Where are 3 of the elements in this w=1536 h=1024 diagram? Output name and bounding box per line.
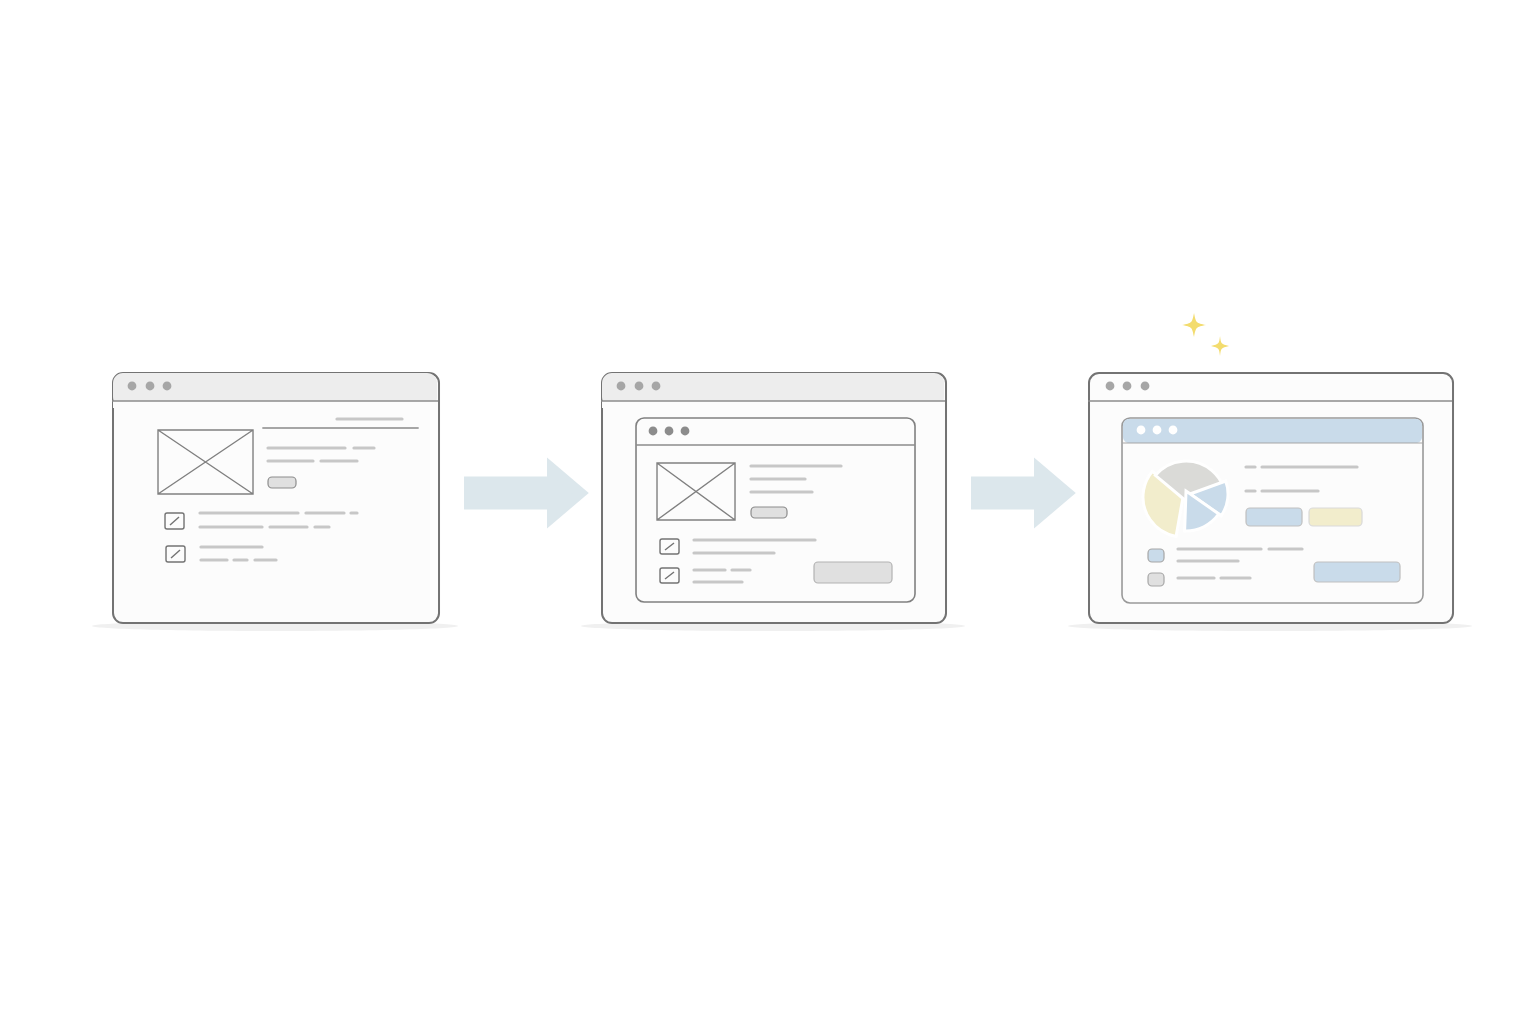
- browser-window-drawing: [111, 372, 440, 624]
- browser-window-drawing: [600, 372, 947, 624]
- browser-window-drawing: [1087, 372, 1455, 624]
